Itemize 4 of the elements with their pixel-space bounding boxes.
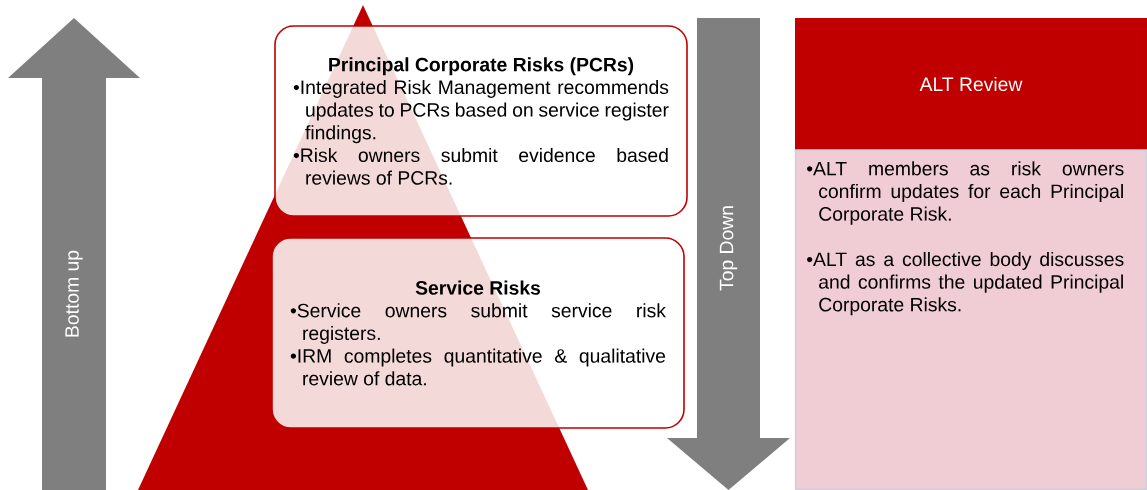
risk-box: Service Risks •Service owners submit service risk registers. •IRM completes quantitative & qualitative review of data. xyxy=(271,237,685,429)
review-panel: •ALT members as risk owners confirm updates for each Principal Corporate Risk. •ALT as a collective body discusses and confirms the updated Principal Corporate Risks. xyxy=(794,149,1147,490)
header-band: ALT Review xyxy=(795,18,1147,150)
risk-box: Principal Corporate Risks (PCRs) •Integrated Risk Management recommends updates to PCRs based on service register findings. •Risk owners submit evidence based reviews of PCRs. xyxy=(274,25,688,217)
